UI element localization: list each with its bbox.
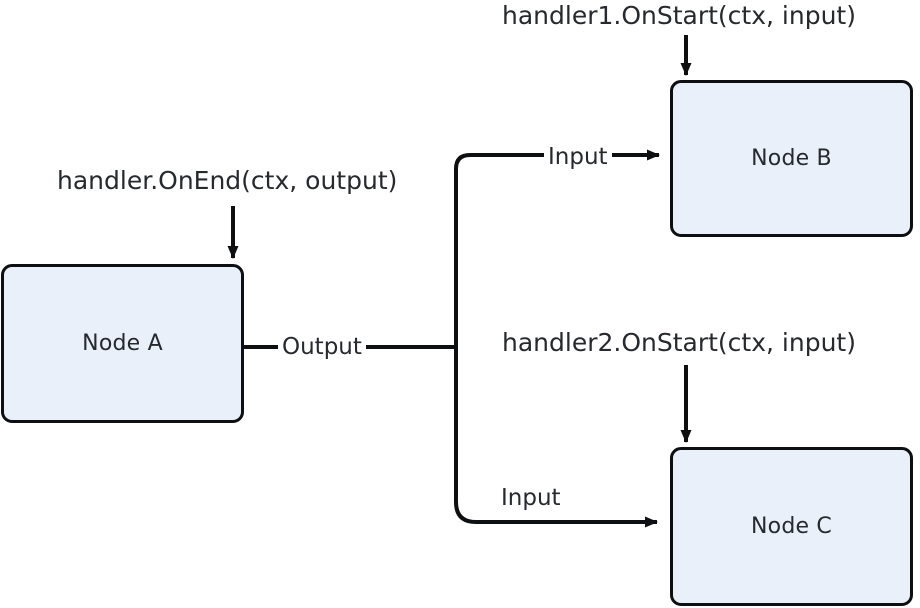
handler1-onstart-annotation: handler1.OnStart(ctx, input): [502, 1, 856, 30]
edge-label-input-node-b: Input: [544, 146, 612, 169]
handler2-onstart-annotation: handler2.OnStart(ctx, input): [502, 328, 856, 357]
node-c-label: Node C: [751, 513, 832, 539]
node-c-box[interactable]: Node C: [670, 447, 913, 606]
node-a-label: Node A: [82, 330, 163, 356]
node-a-box[interactable]: Node A: [1, 264, 244, 423]
edge-label-output: Output: [278, 336, 366, 359]
node-b-box[interactable]: Node B: [670, 80, 913, 237]
edge-branch-to-node-b: [454, 149, 660, 347]
handler-onend-annotation: handler.OnEnd(ctx, output): [57, 166, 398, 195]
edge-label-input-node-c: Input: [497, 487, 565, 510]
node-b-label: Node B: [751, 145, 832, 171]
edge-branch-to-node-c: [454, 347, 658, 528]
